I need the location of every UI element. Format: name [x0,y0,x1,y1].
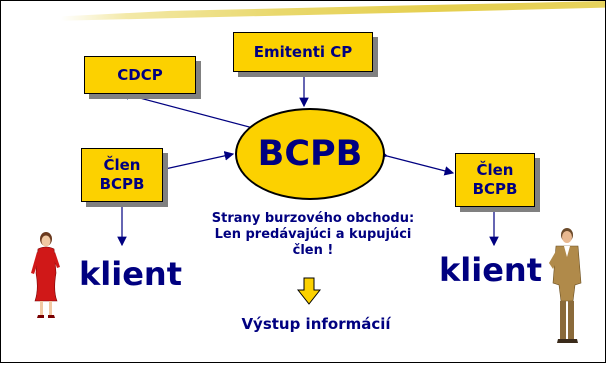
clen-right-label: Člen BCPB [472,161,518,198]
emitenti-box: Emitenti CP [233,32,373,72]
arrow-bcpb-clen-left [155,151,235,176]
bcpb-label: BCPB [257,134,363,174]
trading-parties-caption: Strany burzového obchodu: Len predávajúc… [211,211,415,258]
clen-left-label: Člen BCPB [99,156,145,193]
client-left-label: klient [79,255,182,293]
arrow-bcpb-clen-right [377,149,455,176]
output-info-label: Výstup informácií [241,315,391,333]
clen-left-box: Člen BCPB [81,148,163,202]
arrow-bcpb-cdcp [119,90,254,129]
client-right-label: klient [439,251,542,289]
clen-right-box: Člen BCPB [455,153,535,207]
bcpb-ellipse: BCPB [235,108,385,200]
woman-figure-icon [31,232,60,318]
output-down-arrow [296,277,322,305]
cdcp-box: CDCP [84,56,196,94]
man-figure-icon [549,228,582,343]
cdcp-label: CDCP [117,65,163,84]
emitenti-label: Emitenti CP [253,42,353,61]
